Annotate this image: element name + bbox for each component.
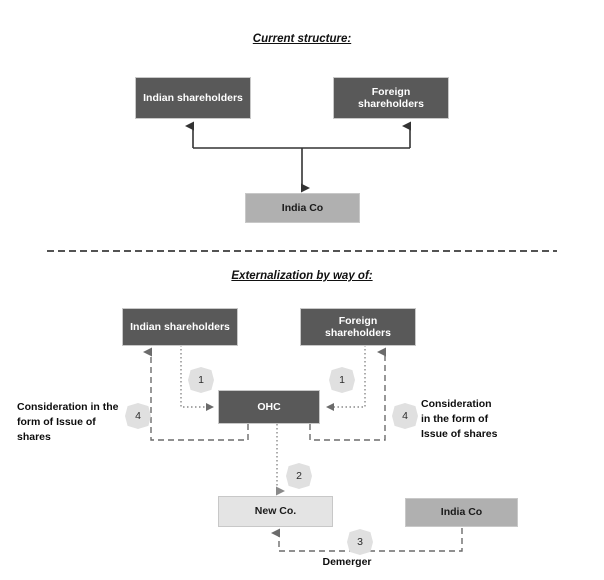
node-indian-shareholders[interactable]: Indian shareholders <box>122 308 238 346</box>
badge-step-4-left: 4 <box>125 403 151 429</box>
annotation-consideration-right: Consideration in the form of Issue of sh… <box>421 398 498 440</box>
node-ohc[interactable]: OHC <box>218 390 320 424</box>
badge-step-3: 3 <box>347 529 373 555</box>
badge-step-1-right: 1 <box>329 367 355 393</box>
externalization-title: Externalization by way of: <box>231 270 373 282</box>
node-foreign-shareholders-top[interactable]: Foreign shareholders <box>333 77 449 119</box>
node-india-co-top[interactable]: India Co <box>245 193 360 223</box>
node-foreign-shareholders[interactable]: Foreign shareholders <box>300 308 416 346</box>
badge-step-4-right: 4 <box>392 403 418 429</box>
node-new-co[interactable]: New Co. <box>218 496 333 527</box>
node-indian-shareholders-top[interactable]: Indian shareholders <box>135 77 251 119</box>
current-structure-title: Current structure: <box>252 33 352 45</box>
node-india-co[interactable]: India Co <box>405 498 518 527</box>
annotation-consideration-left: Consideration in the form of Issue of sh… <box>17 401 119 443</box>
badge-step-1-left: 1 <box>188 367 214 393</box>
badge-step-2: 2 <box>286 463 312 489</box>
annotation-demerger: Demerger <box>322 556 372 568</box>
